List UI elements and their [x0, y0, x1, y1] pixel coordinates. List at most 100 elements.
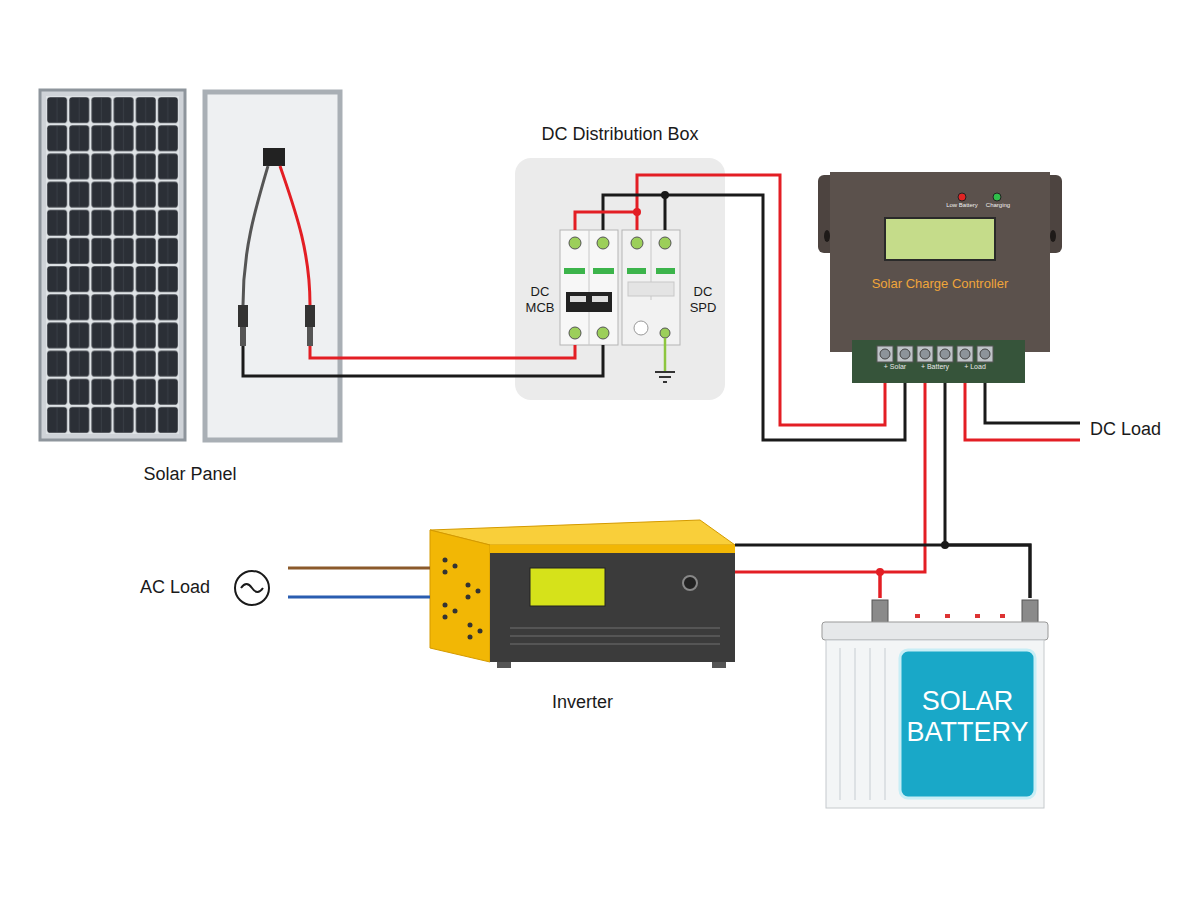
inverter-unit-part-part — [468, 635, 473, 640]
inverter-unit-part — [510, 628, 720, 644]
component-label: Solar Panel — [40, 464, 340, 486]
charge-controller-part — [830, 172, 1050, 352]
solar-panel-node: Solar Panel — [40, 88, 340, 493]
wire-pair — [575, 195, 665, 230]
dc-spd-symbol-part — [663, 381, 667, 383]
solar-panel-part — [263, 148, 285, 166]
dc-spd-symbol-part — [660, 328, 670, 338]
dc-spd-symbol-part — [627, 268, 646, 274]
wire-pair — [340, 345, 603, 376]
battery-unit-part-part — [839, 648, 841, 800]
charge-controller-part — [885, 218, 995, 260]
charge-controller-part-part — [900, 349, 910, 359]
solar-panel-part — [243, 166, 268, 305]
charge-controller-part-part — [940, 349, 950, 359]
dc-mcb-symbol-part — [566, 292, 612, 312]
solar-panel-part — [40, 90, 185, 440]
charge-controller-part — [985, 383, 1080, 423]
device-title: Solar Charge Controller — [840, 276, 1040, 292]
charge-controller-part-part — [880, 349, 890, 359]
solar-panel-part — [307, 327, 313, 346]
component-label: Inverter — [430, 692, 735, 714]
inverter-unit-part — [497, 662, 511, 668]
solar-panel-part — [240, 327, 246, 346]
dc-spd-symbol-part — [664, 338, 667, 372]
charge-controller-part-part — [937, 346, 953, 362]
wire — [735, 572, 880, 598]
wire — [575, 212, 637, 230]
wire-pair — [725, 175, 905, 440]
inverter-unit-part-part — [510, 643, 720, 645]
distribution-box-part — [515, 158, 725, 400]
dc-mcb-symbol-part — [569, 237, 581, 249]
distribution-box-part — [665, 194, 725, 197]
battery-unit-part-part — [869, 648, 871, 800]
battery-unit-part-part — [915, 614, 920, 618]
solar-panel — [40, 90, 340, 440]
dc-spd-symbol-part — [634, 321, 648, 335]
battery-unit-part — [915, 614, 1005, 618]
ac-source-symbol — [235, 568, 430, 605]
distribution-box — [515, 158, 725, 400]
dc-spd-symbol-part — [659, 237, 671, 249]
solar-panel-part — [46, 96, 179, 434]
wire — [725, 195, 905, 440]
inverter-unit-part — [490, 545, 735, 662]
breaker-node: DC MCB — [522, 230, 620, 345]
inverter-unit-part-part — [443, 615, 448, 620]
inverter-unit — [430, 520, 735, 668]
dc-mcb-symbol-part — [564, 268, 585, 274]
ac-source-symbol-part — [288, 567, 430, 570]
battery-unit-part-part — [1000, 614, 1005, 618]
dc-mcb-symbol-part — [597, 237, 609, 249]
led-label: Low Battery — [942, 202, 982, 209]
wire — [340, 345, 603, 376]
charge-controller — [818, 172, 1080, 440]
solar-panel-part — [305, 305, 315, 327]
dc-spd-symbol-part — [628, 282, 674, 296]
solar-panel-part — [310, 346, 340, 358]
dc-spd-symbol — [622, 230, 680, 382]
battery-unit-part — [872, 600, 888, 624]
terminal-label: + Load — [955, 363, 995, 371]
dc-mcb-symbol-part — [589, 230, 590, 345]
charge-controller-node: Low BatteryChargingSolar Charge Controll… — [830, 172, 1050, 383]
wire — [880, 383, 925, 598]
inverter-unit-part-part — [443, 558, 448, 563]
ac-source-symbol-part — [235, 571, 269, 605]
inverter-unit-part-part — [476, 589, 481, 594]
solar-panel-part — [238, 305, 248, 327]
battery-unit-part — [826, 640, 1044, 808]
inverter-unit-part-part — [466, 595, 471, 600]
terminal-label: + Battery — [915, 363, 955, 371]
dc-spd-symbol-part — [659, 376, 671, 378]
charge-controller-part — [958, 193, 966, 201]
battery-unit-part — [822, 622, 1048, 640]
dc-spd-symbol-part — [631, 237, 643, 249]
wire-pair — [735, 545, 1030, 598]
battery-unit-part — [840, 648, 885, 800]
charge-controller-part-part — [960, 349, 970, 359]
battery-unit-part — [1022, 600, 1038, 624]
charge-controller-part-part — [977, 346, 993, 362]
dc-spd-symbol-part — [656, 268, 675, 274]
device-label: DC SPD — [685, 284, 721, 315]
battery-unit-part-part — [945, 614, 950, 618]
charge-controller-part-part — [920, 349, 930, 359]
inverter-unit-part-part — [443, 570, 448, 575]
battery-unit-part-part — [884, 648, 886, 800]
inverter-unit-part-part — [453, 609, 458, 614]
box-heading: DC Distribution Box — [515, 124, 725, 146]
charge-controller-part — [824, 230, 830, 242]
ac-source-symbol-part — [288, 596, 430, 599]
inverter-unit-part — [490, 545, 735, 553]
charge-controller-part-part — [980, 349, 990, 359]
charge-controller-part — [965, 383, 1080, 440]
battery-unit — [822, 600, 1048, 808]
wire — [735, 545, 1030, 598]
wire — [340, 345, 575, 358]
inverter-node: Inverter — [430, 520, 735, 720]
inverter-unit-part — [443, 558, 483, 640]
inverter-unit-part — [712, 662, 726, 668]
dc-spd-symbol-part — [655, 371, 675, 373]
